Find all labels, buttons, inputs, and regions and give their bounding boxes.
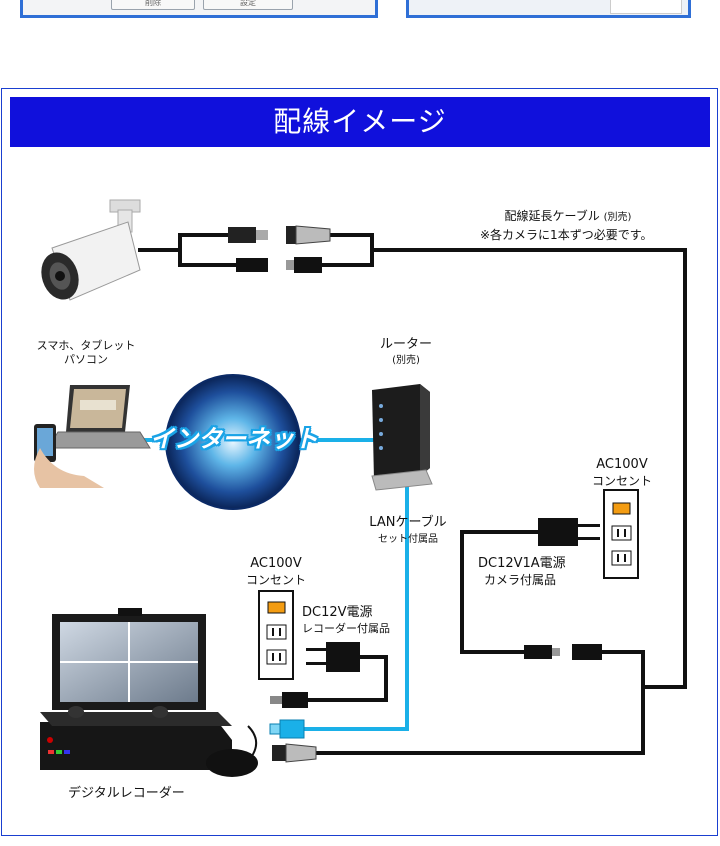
- camera-dc-jack: [572, 644, 602, 660]
- recorder-power-cable: [308, 655, 388, 702]
- extension-cable-subtext: ※各カメラに1本ずつ必要です。: [480, 228, 653, 242]
- dc-plug-right: [286, 257, 322, 273]
- router-device: [371, 384, 433, 491]
- camera-power-included: カメラ付属品: [484, 573, 557, 587]
- lan-plug: [269, 719, 305, 739]
- outlet-right-label: コンセント: [591, 474, 652, 488]
- camera-dc-plug-left: [524, 645, 552, 659]
- camera-dc-plug-tip: [552, 648, 560, 656]
- lan-cable-line: [304, 480, 409, 731]
- cable-lines: [138, 233, 687, 755]
- lan-cable-included: セット付属品: [378, 534, 438, 545]
- thumbnail-right-card: [610, 0, 682, 14]
- smartphone-label-line2: パソコン: [64, 353, 108, 366]
- digital-recorder: [40, 608, 232, 770]
- camera-cable-video-left: [138, 233, 230, 252]
- extension-cable-main: [330, 233, 687, 689]
- outlet-left-voltage: AC100V: [250, 556, 302, 571]
- video-cable-to-recorder: [316, 687, 645, 755]
- recorder-power-label: DC12V電源: [302, 605, 373, 620]
- recorder-label: デジタルレコーダー: [68, 786, 185, 801]
- bnc-connector-right: [286, 225, 331, 245]
- page-title: 配線イメージ: [10, 97, 710, 147]
- router-sold-separately: (別売): [392, 355, 420, 366]
- outlet-left-label: コンセント: [245, 573, 306, 587]
- recorder-power-included: レコーダー付属品: [302, 622, 390, 635]
- outlet-right-voltage: AC100V: [596, 457, 648, 472]
- thumbnail-left: 削除 設定: [20, 0, 378, 18]
- extension-cable-label: 配線延長ケーブル (別売): [472, 209, 664, 225]
- extension-cable-sold-separately: (別売): [603, 212, 632, 223]
- lan-cable-label: LANケーブル: [369, 515, 447, 530]
- extension-cable-title: 配線延長ケーブル: [504, 209, 600, 223]
- recorder-dc-plug-tip: [270, 696, 282, 704]
- laptop-and-phone: [34, 385, 151, 488]
- recorder-bnc-connector: [272, 743, 317, 763]
- camera-power-cable-left: [460, 530, 540, 654]
- smartphone-label-line1: スマホ、タブレット: [36, 339, 136, 352]
- router-label: ルーター: [379, 337, 432, 352]
- camera-power-adapter: [538, 518, 600, 546]
- extension-cable-power-join: [322, 250, 374, 267]
- top-thumbnail-strip: 削除 設定: [0, 0, 720, 40]
- thumbnail-button-settings[interactable]: 設定: [203, 0, 293, 10]
- security-camera: [41, 199, 141, 301]
- camera-cable-power-left: [178, 250, 238, 267]
- camera-power-cable-right: [602, 650, 645, 687]
- outlet-left: [258, 590, 294, 680]
- recorder-power-adapter: [306, 642, 360, 672]
- recorder-dc-plug: [282, 692, 308, 708]
- internet-globe-icon: [165, 374, 301, 510]
- thumbnail-right: [406, 0, 691, 18]
- internet-label: インターネット: [150, 425, 318, 453]
- outlet-right: [603, 489, 639, 579]
- bnc-connector-left: [228, 227, 268, 243]
- mouse-icon: [206, 725, 258, 777]
- dc-plug-left: [236, 258, 268, 272]
- thumbnail-button-delete[interactable]: 削除: [111, 0, 195, 10]
- camera-power-label: DC12V1A電源: [478, 556, 566, 571]
